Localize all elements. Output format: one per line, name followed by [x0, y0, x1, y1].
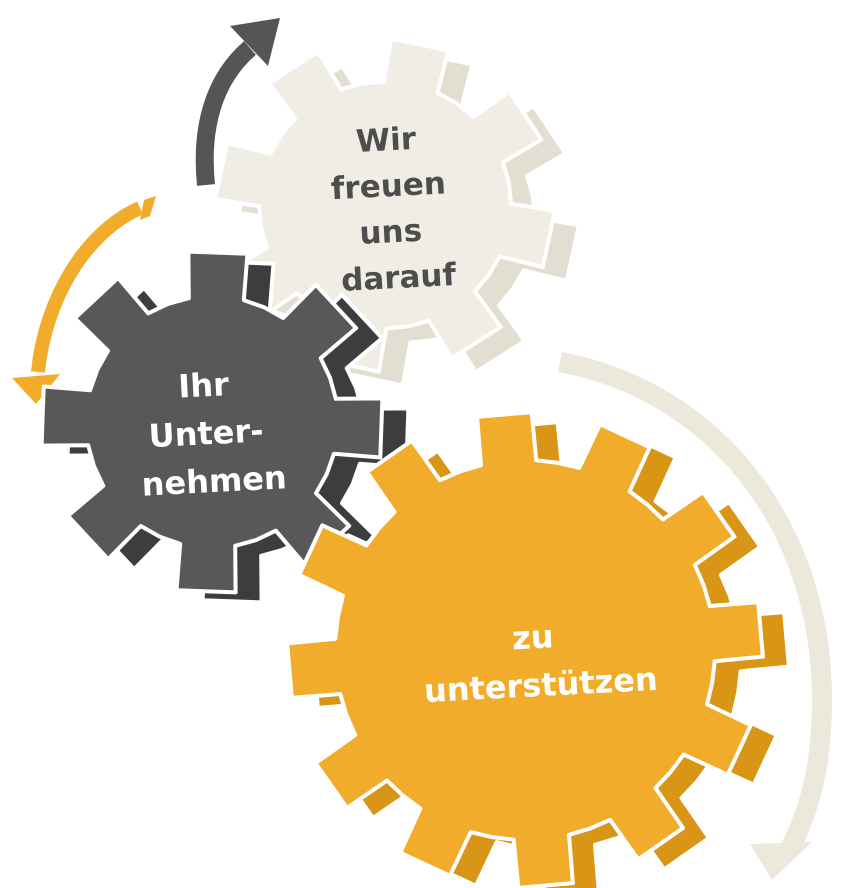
beige-curved-arrow [558, 352, 832, 880]
dark-curved-arrow [195, 18, 280, 186]
gear-label-dark: Ihr Unter- nehmen [136, 362, 288, 503]
gear-front-face [39, 249, 385, 595]
gear-zu-unterstuetzen [285, 410, 791, 888]
gold-curved-arrow [12, 196, 156, 404]
gear-front-face [213, 36, 557, 374]
gear-label-beige: Wir freuen uns darauf [328, 119, 463, 299]
gear-ihr-unternehmen [39, 249, 411, 605]
gear-front-face [285, 410, 765, 888]
